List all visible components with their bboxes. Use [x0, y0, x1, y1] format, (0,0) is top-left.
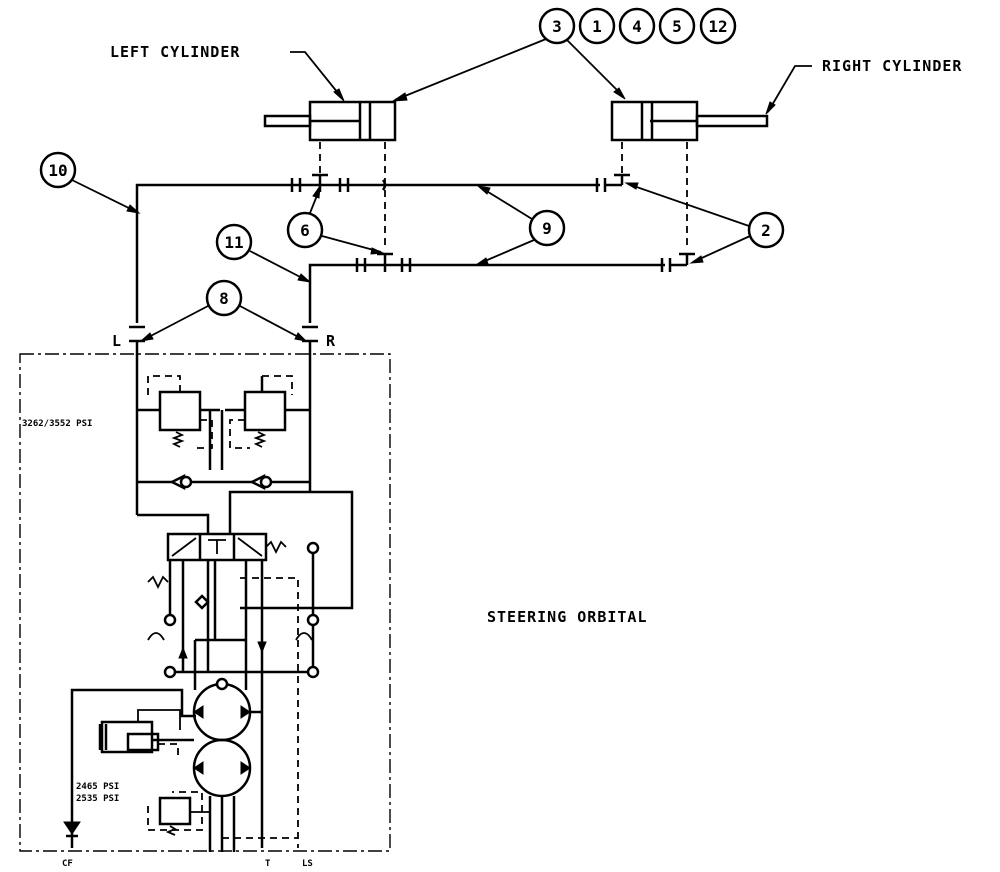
callout-6: 6 — [300, 221, 310, 240]
callout-10: 10 — [48, 161, 67, 180]
port-l-label: L — [112, 332, 122, 350]
load-sense-relief-valve — [147, 791, 210, 836]
callout-3: 3 — [552, 17, 562, 36]
callout-8: 8 — [219, 289, 229, 308]
callout-9: 9 — [542, 219, 552, 238]
port-t-label: T — [265, 859, 271, 869]
callout-group-cylinder-parts: 3 1 4 5 12 — [538, 7, 737, 45]
priority-pressure-1-label: 2465 PSI — [76, 782, 119, 792]
callout-12: 12 — [708, 17, 727, 36]
directional-control-valve — [166, 532, 320, 562]
relief-valve-left — [137, 375, 220, 449]
port-ls-label: LS — [302, 859, 313, 869]
left-cylinder — [263, 100, 397, 142]
steering-orbital-boundary — [19, 353, 391, 852]
priority-valve — [70, 688, 196, 848]
callout-2: 2 — [761, 221, 771, 240]
left-cylinder-label: LEFT CYLINDER — [110, 43, 240, 61]
callout-4: 4 — [632, 17, 642, 36]
metering-gerotor-lower — [192, 738, 252, 798]
relief-pressure-label: 3262/3552 PSI — [22, 419, 92, 429]
callout-11: 11 — [224, 233, 243, 252]
port-r-label: R — [326, 332, 336, 350]
relief-valve-right — [225, 375, 310, 449]
right-cylinder-label: RIGHT CYLINDER — [822, 57, 962, 75]
steering-orbital-label: STEERING ORBITAL — [487, 608, 648, 626]
metering-gerotor-upper — [192, 677, 252, 742]
priority-pressure-2-label: 2535 PSI — [76, 794, 119, 804]
port-cf-label: CF — [62, 859, 73, 869]
callout-5: 5 — [672, 17, 682, 36]
right-cylinder — [610, 100, 769, 142]
callout-1: 1 — [592, 17, 602, 36]
